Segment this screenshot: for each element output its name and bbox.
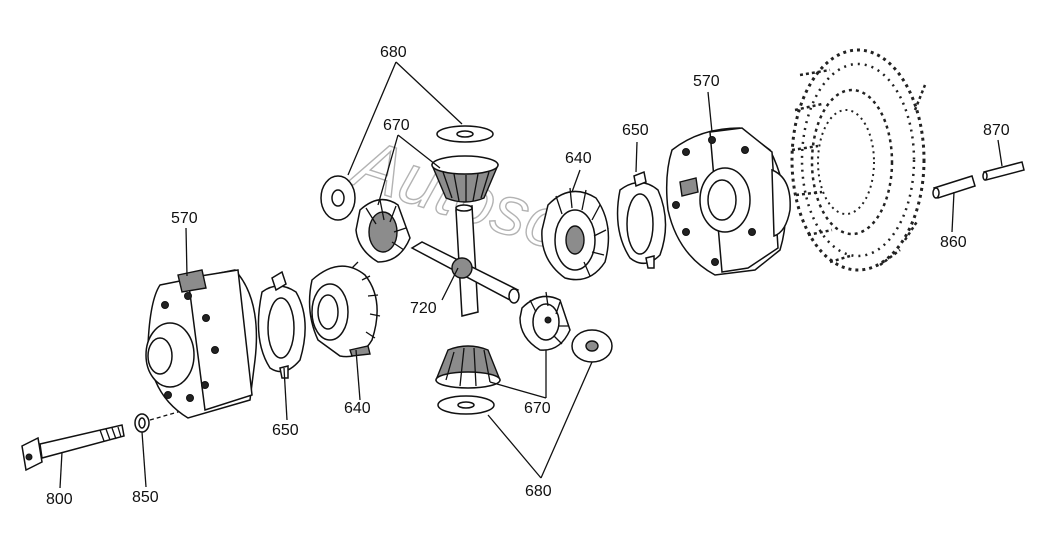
label-650-right: 650 (622, 122, 649, 139)
thrust-washer-680-left (320, 175, 356, 221)
housing-570-right (665, 127, 791, 276)
label-800: 800 (46, 491, 73, 508)
pinion-gear-670-right (519, 291, 571, 351)
label-680-bottom: 680 (525, 483, 552, 500)
cross-shaft-720 (410, 204, 520, 317)
label-570-left: 570 (171, 210, 198, 227)
label-670-bottom: 670 (524, 400, 551, 417)
label-860: 860 (940, 234, 967, 251)
label-720: 720 (410, 300, 437, 317)
pinion-gear-670-left (355, 198, 411, 263)
pinion-gear-670-bottom (435, 345, 501, 389)
label-870: 870 (983, 122, 1010, 139)
label-680-top: 680 (380, 44, 407, 61)
gasket-650-right (616, 170, 667, 269)
washer-850 (134, 413, 150, 433)
side-gear-640-left (308, 261, 381, 358)
label-650-left: 650 (272, 422, 299, 439)
pinion-gear-670-top (431, 155, 499, 203)
sleeve-860 (932, 175, 976, 199)
housing-570-left (145, 269, 258, 419)
label-640-left: 640 (344, 400, 371, 417)
thrust-washer-680-bottom (437, 395, 495, 415)
gasket-650-left (257, 270, 306, 379)
side-gear-640-right (541, 187, 610, 281)
pin-870 (982, 161, 1025, 181)
label-670-top: 670 (383, 117, 410, 134)
label-640-right: 640 (565, 150, 592, 167)
leader-lines (59, 61, 1003, 489)
label-570-right: 570 (693, 73, 720, 90)
thrust-washer-680-top (436, 125, 494, 143)
ring-gear-dashed (790, 48, 927, 272)
bolt-800 (21, 424, 125, 472)
label-850: 850 (132, 489, 159, 506)
thrust-washer-680-right (571, 329, 613, 363)
